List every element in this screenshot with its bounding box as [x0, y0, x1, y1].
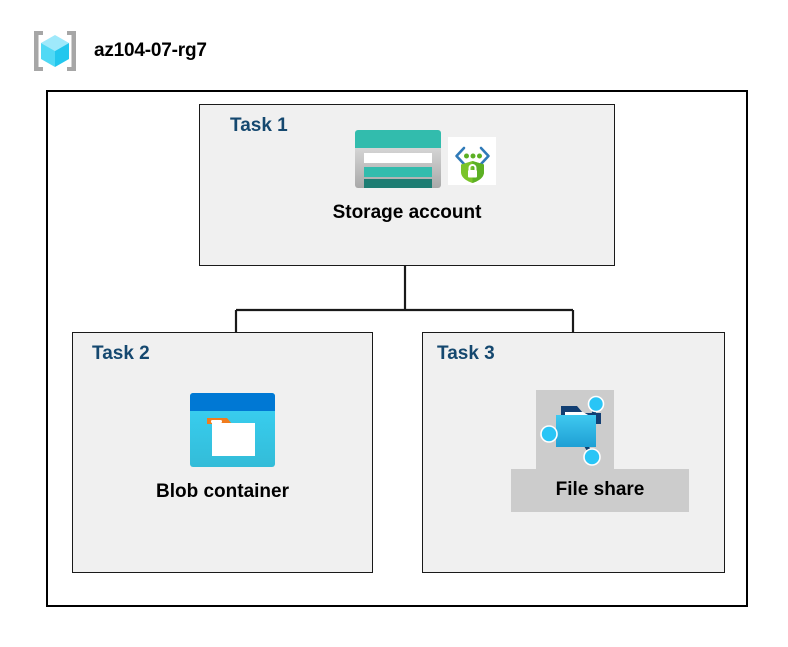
security-shield-icon: [448, 137, 496, 185]
resource-group-icon: [30, 28, 80, 74]
task-box-2: Task 2 Blob container: [72, 332, 373, 573]
task-box-1: Task 1: [199, 104, 615, 266]
storage-account-caption: Storage account: [332, 202, 482, 223]
resource-group-title: az104-07-rg7: [94, 40, 207, 61]
task-2-label: Task 2: [92, 343, 150, 364]
task-1-label: Task 1: [230, 115, 288, 136]
resource-group-header: az104-07-rg7: [30, 28, 207, 74]
file-share-icon: [539, 390, 613, 469]
task-box-3: Task 3 File share: [422, 332, 725, 573]
task-3-label: Task 3: [437, 343, 495, 364]
blob-container-icon: [188, 391, 277, 469]
blob-container-caption: Blob container: [155, 481, 289, 502]
file-share-caption-highlight: [511, 469, 689, 512]
file-share-caption: File share: [555, 479, 645, 500]
storage-account-icon: [353, 128, 443, 190]
